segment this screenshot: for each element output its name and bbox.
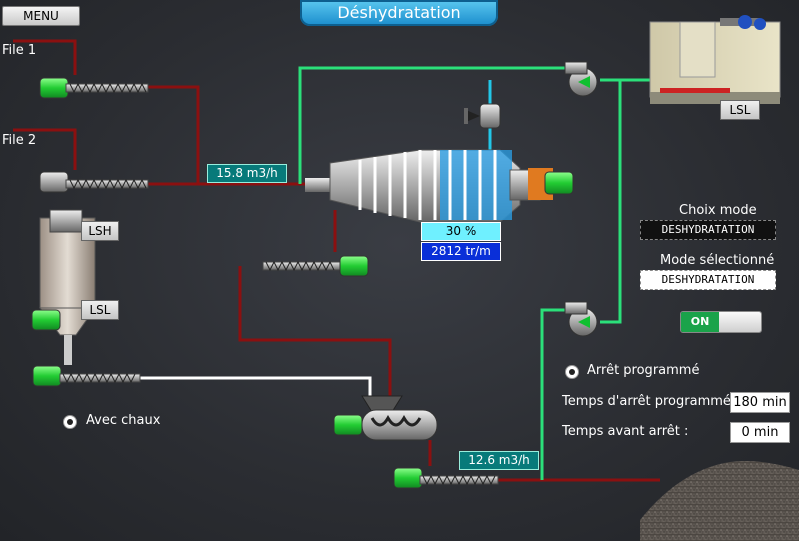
scheduled-stop-radio[interactable]	[565, 365, 579, 379]
inlet-flow-display: 15.8 m3/h	[207, 164, 287, 183]
file2-label: File 2	[2, 133, 37, 148]
file2-pipe	[13, 128, 77, 170]
mode-selected-label: Mode sélectionné	[660, 253, 775, 268]
time-before-stop-display: 0 min	[730, 422, 790, 443]
tank-lsl-tag: LSL	[720, 100, 760, 120]
silo-motor-icon	[31, 309, 61, 331]
sludge-cake-pile	[640, 461, 799, 541]
mode-choice-select[interactable]: DESHYDRATATION	[640, 220, 776, 240]
polymer-pump-1-icon	[564, 61, 598, 97]
polymer-pump-2-icon	[564, 301, 598, 337]
screw-conveyor-file1-icon	[39, 77, 149, 99]
file1-pipe	[13, 39, 77, 75]
polymer-unit	[649, 15, 781, 104]
time-before-stop-label: Temps avant arrêt :	[562, 424, 689, 439]
mode-choice-label: Choix mode	[679, 203, 757, 218]
polymer-lower-pipe	[540, 308, 565, 480]
screw-to-pump-pipe	[238, 266, 392, 404]
polymer-return-pipe	[600, 80, 622, 324]
centrifuge-body	[305, 149, 574, 223]
file1-label: File 1	[2, 43, 37, 58]
mode-selected-display: DESHYDRATATION	[640, 270, 776, 290]
screw-conveyor-file2-icon	[39, 171, 149, 193]
screw-conveyor-outlet-icon	[393, 467, 499, 489]
page-title: Déshydratation	[300, 0, 498, 26]
sludge-pipes	[13, 39, 660, 482]
centrifuge-speed-display: 2812 tr/m	[421, 242, 501, 261]
lime-radio[interactable]	[63, 415, 77, 429]
toggle-on-label: ON	[681, 312, 719, 332]
file1-discharge-pipe	[148, 85, 200, 184]
lime-pipe	[138, 376, 372, 398]
on-off-toggle[interactable]: ON	[680, 311, 762, 333]
centrifuge-percent-display: 30 %	[421, 222, 501, 241]
programmed-stop-label: Temps d'arrêt programmé	[562, 394, 731, 409]
screw-conveyor-centrifuge-icon	[262, 255, 369, 277]
screw-conveyor-lime-icon	[32, 365, 141, 387]
outlet-flow-display: 12.6 m3/h	[459, 451, 539, 470]
lime-label: Avec chaux	[86, 413, 161, 428]
silo-lsl-tag: LSL	[81, 300, 119, 320]
menu-button[interactable]: MENU	[2, 6, 80, 26]
silo-lsh-tag: LSH	[81, 221, 119, 241]
polymer-top-pipe	[298, 66, 575, 184]
polymer-pipes	[298, 66, 650, 480]
scheduled-stop-label: Arrêt programmé	[587, 363, 700, 378]
wash-valve-icon	[464, 103, 501, 129]
toggle-knob	[719, 312, 761, 332]
programmed-stop-input[interactable]: 180 min	[730, 392, 790, 413]
mixer-screw-icon	[333, 395, 438, 441]
